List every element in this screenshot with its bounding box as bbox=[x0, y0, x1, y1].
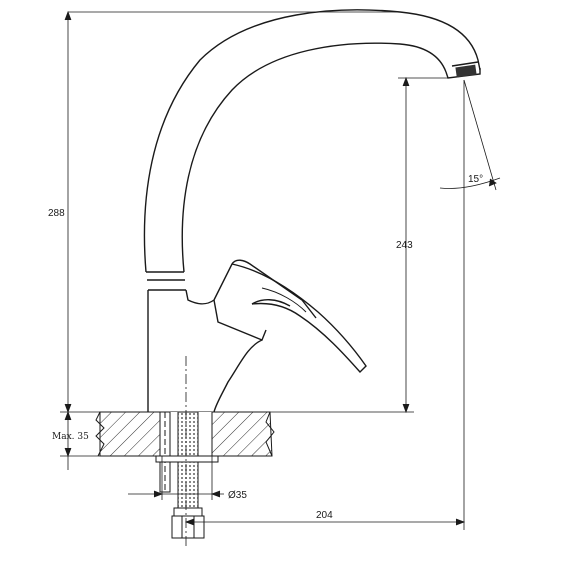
faucet-body bbox=[143, 9, 481, 413]
max-thickness-label: Max. 35 bbox=[52, 432, 89, 442]
dimension-lines bbox=[60, 10, 501, 530]
hole-diameter-label: Ø35 bbox=[228, 490, 247, 501]
spout-angle-label: 15° bbox=[468, 174, 483, 185]
overall-height-label: 288 bbox=[48, 208, 65, 219]
spout-height-label: 243 bbox=[396, 240, 413, 251]
spout-reach-label: 204 bbox=[316, 510, 333, 521]
mounting-hardware bbox=[155, 356, 219, 548]
